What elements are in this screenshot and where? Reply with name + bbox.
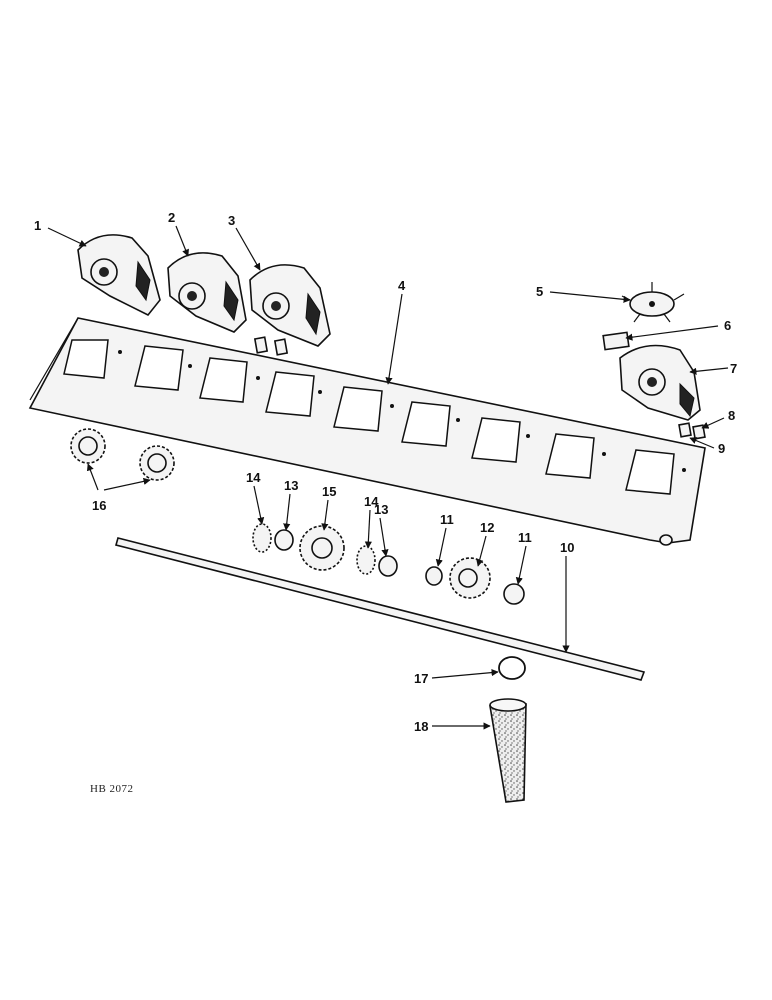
- callout-6: 6: [724, 318, 731, 333]
- callout-15: 15: [322, 484, 336, 499]
- plate: [28, 317, 706, 546]
- housing-1: [77, 234, 161, 317]
- callout-14-left: 14: [246, 470, 261, 485]
- callout-17: 17: [414, 671, 428, 686]
- callout-5: 5: [536, 284, 543, 299]
- callout-16: 16: [92, 498, 106, 513]
- callout-10: 10: [560, 540, 574, 555]
- tube: [489, 698, 527, 803]
- callout-13-left: 13: [284, 478, 298, 493]
- callout-8: 8: [728, 408, 735, 423]
- drive-parts: [252, 523, 525, 605]
- housing-3: [249, 264, 331, 347]
- housing-7: [619, 344, 701, 421]
- callout-11-right: 11: [518, 530, 532, 545]
- housing-2: [167, 252, 247, 333]
- callout-9: 9: [718, 441, 725, 456]
- gears-16: [70, 428, 175, 481]
- callout-1: 1: [34, 218, 41, 233]
- clips: [253, 331, 706, 440]
- callout-14-right: 14: [364, 494, 379, 509]
- star-wheel: [621, 282, 685, 323]
- callout-7: 7: [730, 361, 737, 376]
- ring: [498, 656, 526, 680]
- callout-11-left: 11: [440, 512, 454, 527]
- callout-4: 4: [398, 278, 406, 293]
- callout-labels: 1 2 3 4 5 6 7 8 9 10 11 11 12 13 13 14 1…: [34, 210, 737, 795]
- callout-13-right: 13: [374, 502, 388, 517]
- reference-code: HB 2072: [90, 783, 134, 795]
- shaft: [115, 537, 646, 681]
- leader-lines: [47, 225, 729, 730]
- callout-18: 18: [414, 719, 428, 734]
- callout-2: 2: [168, 210, 175, 225]
- callout-3: 3: [228, 213, 235, 228]
- plate-openings: [63, 339, 675, 495]
- callout-12: 12: [480, 520, 494, 535]
